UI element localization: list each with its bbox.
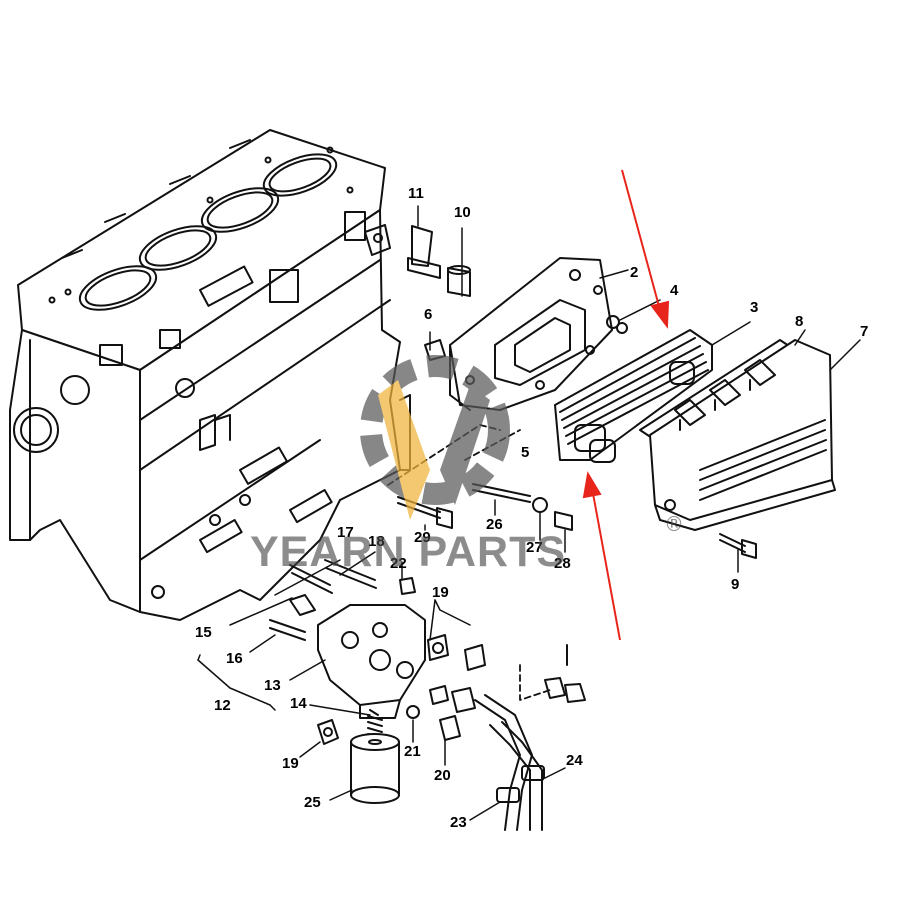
leader-lines (229, 205, 861, 821)
highlight-arrow-lower (591, 487, 621, 641)
oil-pressure-sender (544, 644, 586, 703)
callout-28: 28 (554, 555, 571, 572)
filter-head (317, 604, 426, 719)
callout-27: 27 (526, 539, 543, 556)
watermark-registered-mark: ® (664, 512, 684, 536)
callout-4: 4 (670, 282, 679, 299)
callout-2: 2 (630, 264, 639, 281)
cooler-cover (649, 339, 836, 531)
callout-23: 23 (450, 814, 467, 831)
callout-17: 17 (337, 524, 354, 541)
callout-7: 7 (860, 323, 869, 340)
highlight-arrows (582, 169, 670, 641)
oil-filter (350, 709, 400, 804)
callout-15: 15 (195, 624, 212, 641)
callout-20: 20 (434, 767, 451, 784)
watermark-brand-text: YEARN PARTS (250, 528, 567, 576)
engine-block (9, 129, 411, 621)
arrow-head-upper (650, 300, 670, 329)
callout-5: 5 (521, 444, 530, 461)
callout-14: 14 (290, 695, 307, 712)
callout-18: 18 (368, 533, 385, 550)
cooler-housing (449, 257, 613, 411)
callout-8: 8 (795, 313, 804, 330)
highlight-arrow-upper (621, 169, 661, 311)
arrow-head-lower (582, 471, 602, 499)
callout-29: 29 (414, 529, 431, 546)
callout-9: 9 (731, 576, 740, 593)
callout-10: 10 (454, 204, 471, 221)
oil-hoses (474, 694, 545, 831)
callout-16: 16 (226, 650, 243, 667)
callout-25: 25 (304, 794, 321, 811)
bracket-12 (197, 659, 271, 706)
callout-22: 22 (390, 555, 407, 572)
cooler-core (554, 329, 713, 463)
callout-12: 12 (214, 697, 231, 714)
callout-21: 21 (404, 743, 421, 760)
callout-11: 11 (408, 185, 424, 202)
fittings (317, 577, 486, 745)
brand-emblem (360, 355, 510, 520)
callout-19-upper: 19 (432, 584, 449, 601)
callout-3: 3 (750, 299, 759, 316)
callout-13: 13 (264, 677, 281, 694)
callout-26: 26 (486, 516, 503, 533)
callout-19-lower: 19 (282, 755, 299, 772)
callout-6: 6 (424, 306, 433, 323)
callout-24: 24 (566, 752, 583, 769)
